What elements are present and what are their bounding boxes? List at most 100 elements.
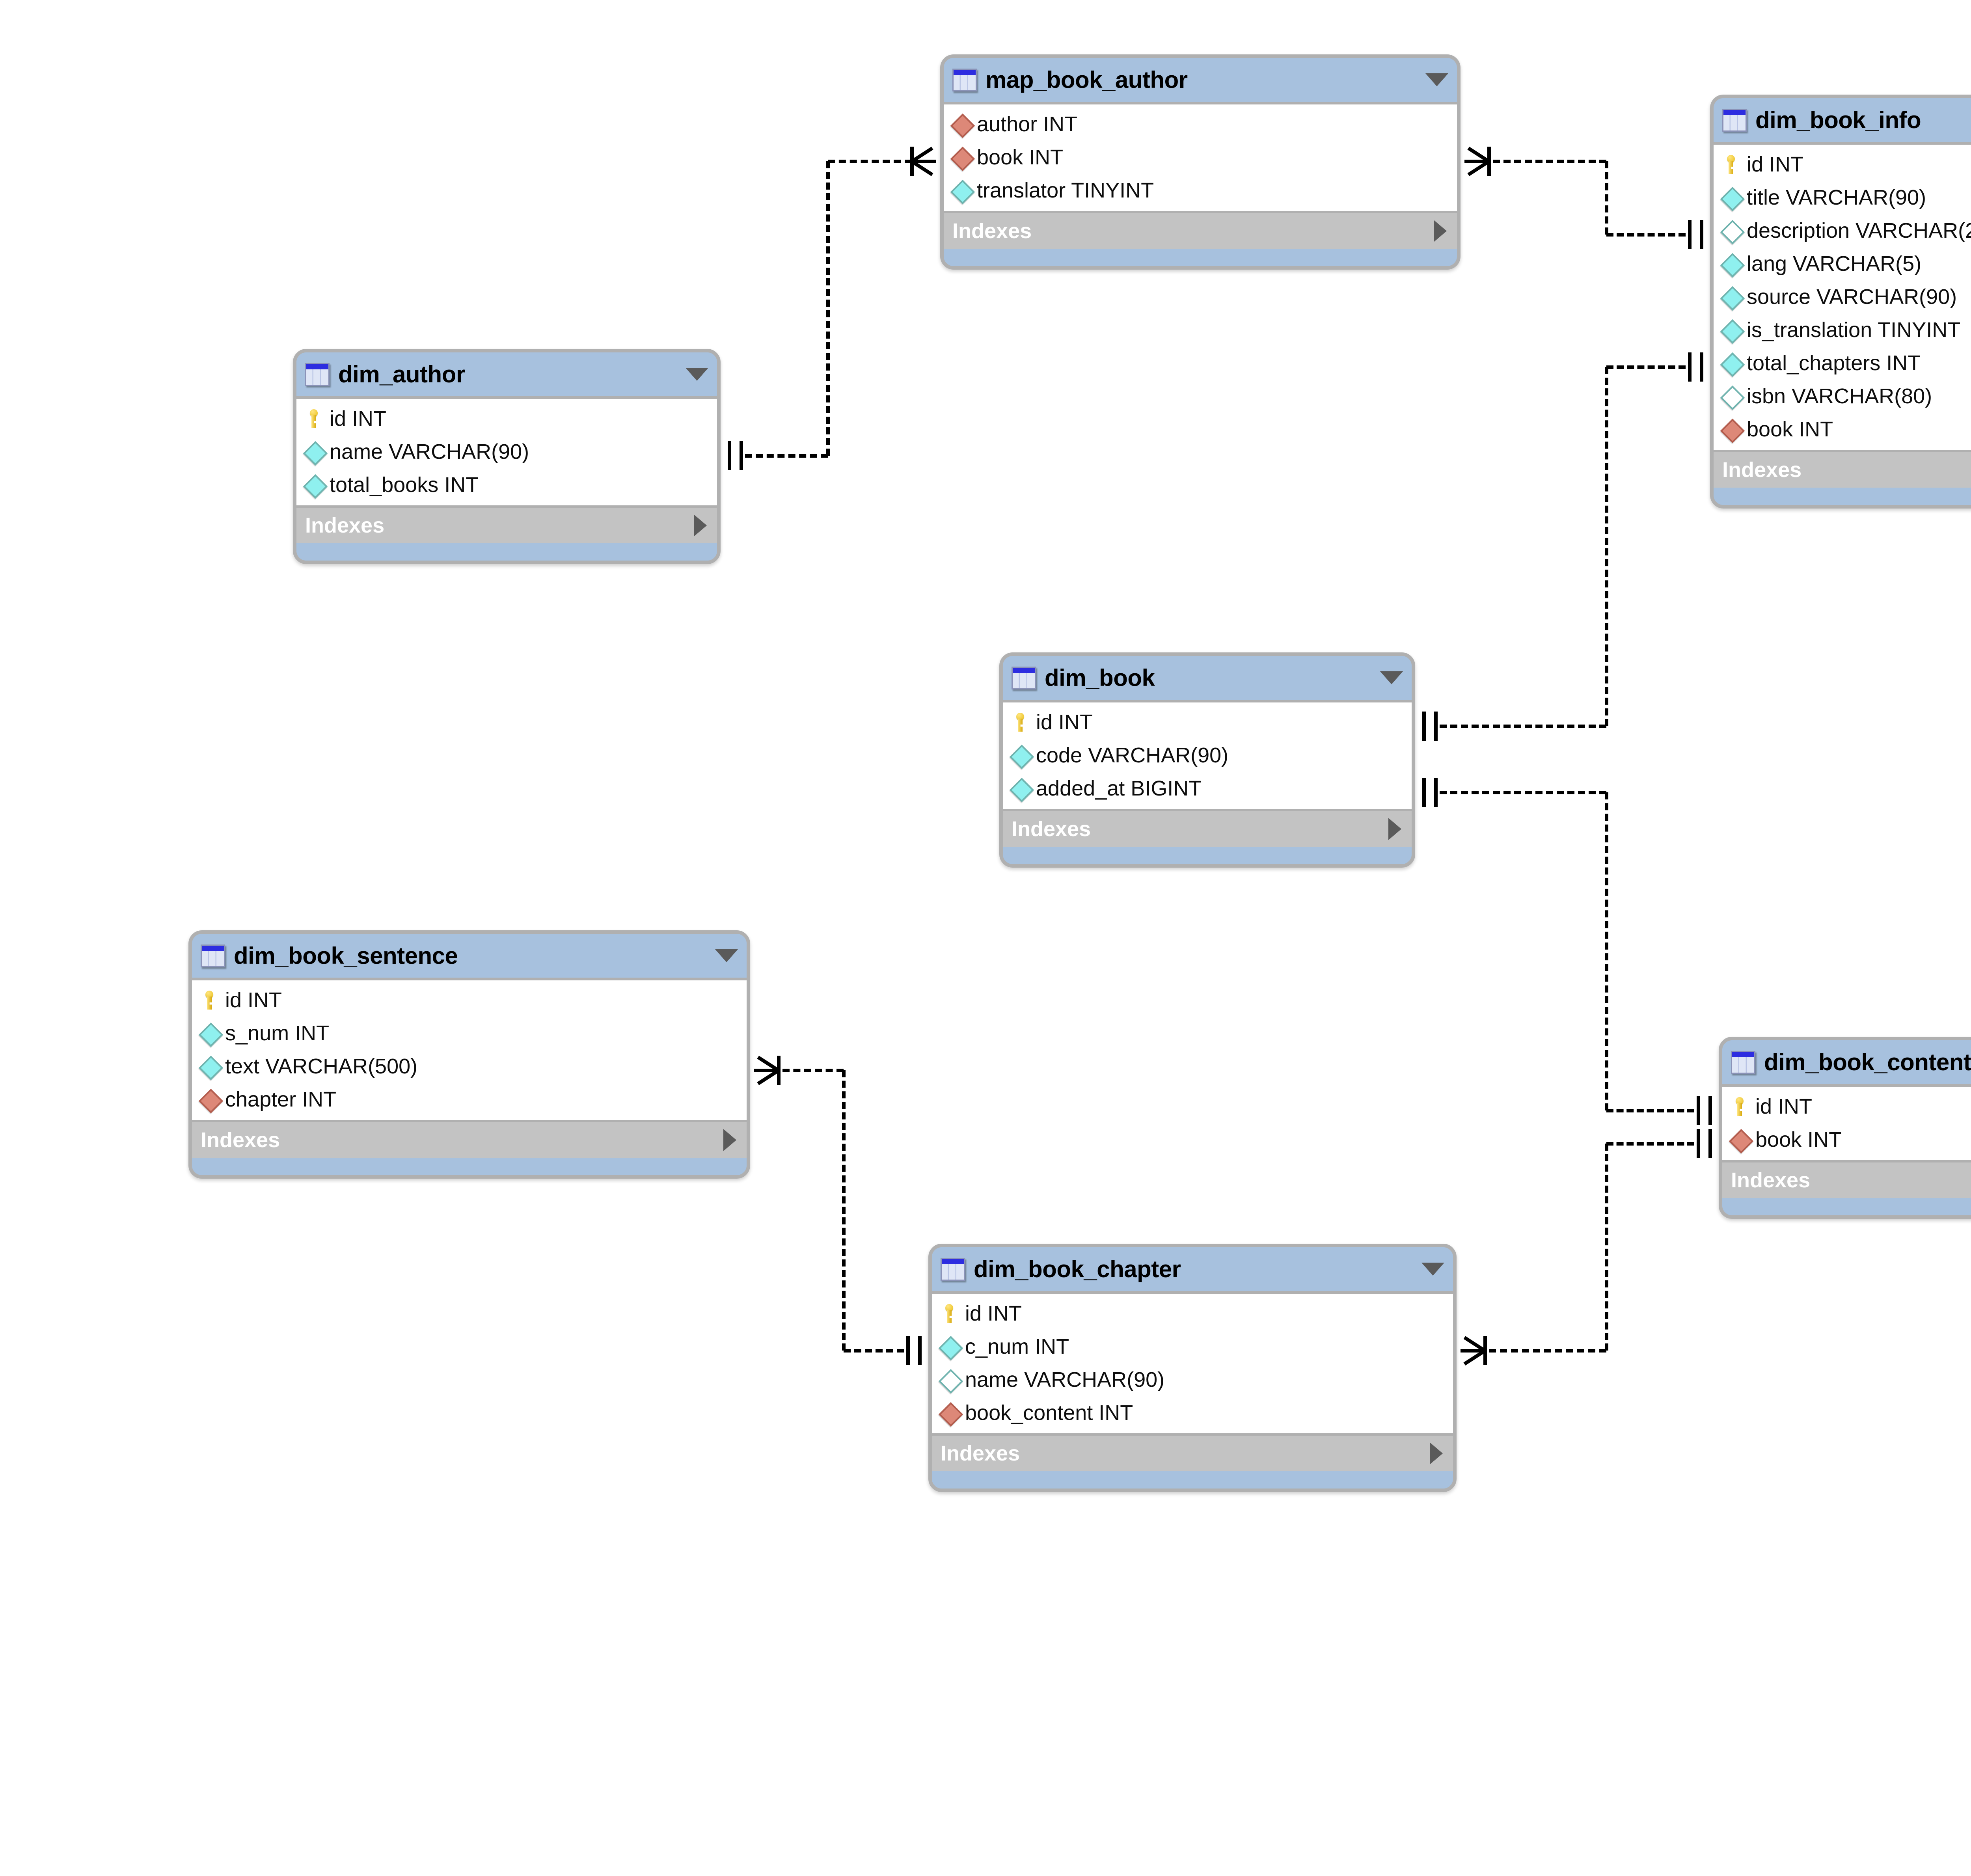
column-row[interactable]: title VARCHAR(90) <box>1714 181 1971 214</box>
diamond-filled-icon <box>201 1056 218 1077</box>
table-header-dim_book_chapter[interactable]: dim_book_chapter <box>932 1247 1453 1294</box>
table-columns-dim_author: id INT name VARCHAR(90) total_books INT <box>296 399 717 505</box>
column-row[interactable]: source VARCHAR(90) <box>1714 280 1971 313</box>
table-icon <box>201 944 225 967</box>
cardinality-one-marker <box>1483 1336 1487 1365</box>
column-row[interactable]: code VARCHAR(90) <box>1003 739 1412 772</box>
column-row[interactable]: id INT <box>1003 706 1412 739</box>
indexes-label: Indexes <box>1722 458 1802 482</box>
table-header-dim_book[interactable]: dim_book <box>1003 656 1412 702</box>
table-name-label: map_book_author <box>986 67 1188 93</box>
cardinality-one-marker <box>740 441 743 470</box>
indexes-label: Indexes <box>1731 1168 1811 1192</box>
column-row[interactable]: name VARCHAR(90) <box>296 435 717 468</box>
indexes-section-dim_book_info[interactable]: Indexes <box>1714 450 1971 488</box>
column-name-label: source VARCHAR(90) <box>1747 285 1957 309</box>
relationship-line <box>842 1070 846 1351</box>
column-row[interactable]: total_books INT <box>296 468 717 501</box>
column-name-label: name VARCHAR(90) <box>330 440 529 464</box>
table-header-map_book_author[interactable]: map_book_author <box>944 58 1457 104</box>
column-row[interactable]: id INT <box>1714 148 1971 181</box>
indexes-section-dim_book_content[interactable]: Indexes <box>1722 1160 1971 1198</box>
indexes-section-map_book_author[interactable]: Indexes <box>944 211 1457 249</box>
column-row[interactable]: book_content INT <box>932 1396 1453 1429</box>
diamond-filled-icon <box>1722 287 1740 307</box>
chevron-right-icon[interactable] <box>1388 818 1401 840</box>
table-footer <box>1722 1198 1971 1215</box>
column-row[interactable]: s_num INT <box>192 1017 747 1050</box>
table-footer <box>296 543 717 561</box>
column-row[interactable]: isbn VARCHAR(80) <box>1714 380 1971 413</box>
indexes-section-dim_author[interactable]: Indexes <box>296 505 717 543</box>
column-name-label: author INT <box>977 112 1078 136</box>
indexes-section-dim_book_sentence[interactable]: Indexes <box>192 1120 747 1158</box>
indexes-label: Indexes <box>305 514 385 537</box>
column-row[interactable]: translator TINYINT <box>944 174 1457 207</box>
cardinality-one-marker <box>1688 352 1692 382</box>
diamond-red-icon <box>952 147 970 168</box>
column-row[interactable]: total_chapters INT <box>1714 347 1971 380</box>
table-header-dim_book_sentence[interactable]: dim_book_sentence <box>192 934 747 980</box>
table-icon <box>305 363 330 386</box>
key-icon <box>1012 712 1029 732</box>
table-header-dim_author[interactable]: dim_author <box>296 352 717 399</box>
diamond-filled-icon <box>1722 253 1740 274</box>
column-row[interactable]: book INT <box>1722 1123 1971 1156</box>
table-header-dim_book_info[interactable]: dim_book_info <box>1714 98 1971 145</box>
column-row[interactable]: text VARCHAR(500) <box>192 1050 747 1083</box>
table-footer <box>192 1158 747 1175</box>
chevron-down-icon[interactable] <box>1380 671 1403 684</box>
column-name-label: book_content INT <box>965 1401 1133 1425</box>
cardinality-many-marker <box>1461 1349 1485 1353</box>
chevron-right-icon[interactable] <box>1430 1442 1443 1464</box>
column-row[interactable]: book INT <box>1714 413 1971 446</box>
indexes-label: Indexes <box>941 1442 1020 1465</box>
diamond-filled-icon <box>952 180 970 201</box>
column-name-label: translator TINYINT <box>977 179 1154 202</box>
column-name-label: lang VARCHAR(5) <box>1747 252 1922 276</box>
diamond-filled-icon <box>305 442 322 462</box>
column-row[interactable]: chapter INT <box>192 1083 747 1116</box>
column-name-label: id INT <box>1036 710 1093 734</box>
column-row[interactable]: name VARCHAR(90) <box>932 1363 1453 1396</box>
column-row[interactable]: lang VARCHAR(5) <box>1714 247 1971 280</box>
chevron-right-icon[interactable] <box>723 1129 736 1151</box>
chevron-down-icon[interactable] <box>1425 73 1448 86</box>
cardinality-one-marker <box>1422 778 1426 807</box>
column-row[interactable]: description VARCHAR(200) <box>1714 214 1971 247</box>
chevron-down-icon[interactable] <box>1421 1263 1444 1276</box>
column-name-label: description VARCHAR(200) <box>1747 219 1971 242</box>
relationship-line <box>1605 161 1608 235</box>
indexes-section-dim_book[interactable]: Indexes <box>1003 809 1412 847</box>
column-row[interactable]: id INT <box>192 984 747 1017</box>
column-row[interactable]: is_translation TINYINT <box>1714 313 1971 347</box>
chevron-right-icon[interactable] <box>694 514 707 537</box>
cardinality-one-marker <box>1700 220 1703 249</box>
column-row[interactable]: author INT <box>944 108 1457 141</box>
table-footer <box>1003 847 1412 864</box>
column-row[interactable]: c_num INT <box>932 1330 1453 1363</box>
column-row[interactable]: book INT <box>944 141 1457 174</box>
table-name-label: dim_author <box>338 361 465 387</box>
cardinality-one-marker <box>1697 1096 1700 1125</box>
chevron-right-icon[interactable] <box>1434 220 1447 242</box>
table-header-dim_book_content[interactable]: dim_book_content <box>1722 1040 1971 1087</box>
column-row[interactable]: id INT <box>1722 1090 1971 1123</box>
indexes-section-dim_book_chapter[interactable]: Indexes <box>932 1433 1453 1471</box>
column-row[interactable]: added_at BIGINT <box>1003 772 1412 805</box>
relationship-line <box>1493 160 1606 163</box>
key-icon <box>1731 1096 1748 1117</box>
diamond-red-icon <box>1731 1129 1748 1150</box>
column-row[interactable]: id INT <box>932 1297 1453 1330</box>
column-row[interactable]: id INT <box>296 402 717 435</box>
chevron-down-icon[interactable] <box>686 368 708 381</box>
chevron-down-icon[interactable] <box>715 949 738 962</box>
